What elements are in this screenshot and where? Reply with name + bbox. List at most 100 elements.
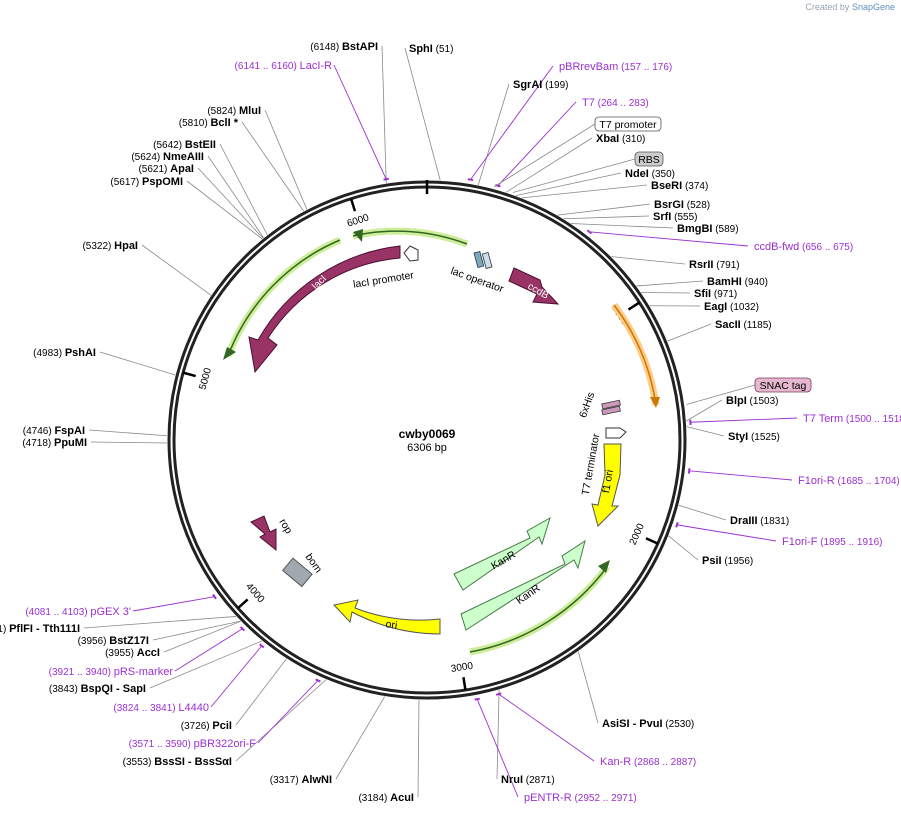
site-leader-line — [515, 172, 622, 197]
site-position: (2871) — [523, 775, 555, 786]
primer-leader-line — [690, 417, 798, 423]
t7-terminator-label: T7 terminator — [580, 432, 603, 496]
site-position: (3981) — [0, 624, 9, 635]
site-leader-line — [335, 696, 386, 780]
restriction-site-label: (5810) BclI * — [179, 117, 239, 129]
t7-terminator-arrow — [605, 427, 627, 439]
site-position: (5322) — [82, 241, 114, 252]
tick-mark — [237, 598, 249, 610]
primer-leader-line — [470, 65, 554, 180]
restriction-site-label: (5642) BstEII — [153, 139, 216, 151]
lacI-track — [227, 239, 341, 357]
site-leader-line — [90, 441, 168, 444]
tick-mark — [349, 198, 357, 212]
restriction-site-label: BseRI (374) — [651, 180, 708, 192]
site-name: AccI — [137, 647, 160, 659]
primer-label: F1ori-F (1895 .. 1916) — [782, 536, 883, 548]
site-leader-line — [686, 399, 723, 422]
primer-label: pENTR-R (2952 .. 2971) — [524, 792, 637, 804]
primer-name: L4440 — [178, 702, 209, 714]
site-name: MluI — [239, 105, 261, 117]
site-leader-line — [404, 47, 441, 181]
lacI-arrow — [248, 245, 401, 374]
site-name: DraIII — [730, 515, 758, 527]
primer-binding-mark — [383, 177, 389, 181]
site-name-2: - PvuI — [630, 718, 663, 730]
site-leader-line — [219, 143, 268, 236]
site-name: EagI — [704, 301, 727, 313]
site-leader-line — [686, 426, 725, 437]
primer-name: Kan-R — [600, 756, 631, 768]
restriction-site-label: EagI (1032) — [704, 301, 759, 313]
site-position: (5642) — [153, 140, 185, 151]
primer-label: (3571 .. 3590) pBR322ori-F — [129, 738, 257, 750]
site-position: (374) — [682, 181, 708, 192]
restriction-site-label: (3981) PflFI - Tth111I — [0, 623, 80, 635]
site-name: BsrGI — [654, 199, 684, 211]
tick-mark — [182, 371, 196, 378]
site-name: FspAI — [54, 425, 85, 437]
6xhis-label: 6xHis — [577, 391, 597, 420]
site-position: (5617) — [110, 177, 142, 188]
site-position: (1503) — [747, 396, 779, 407]
primer-leader-line — [497, 101, 577, 187]
site-leader-line — [667, 323, 712, 342]
site-position: (1831) — [758, 516, 790, 527]
restriction-site-label: (3956) BstZ17I — [78, 635, 149, 647]
site-name: BlpI — [726, 395, 747, 407]
site-leader-line — [235, 679, 327, 762]
restriction-site-label: PsiI (1956) — [702, 555, 753, 567]
feature-leader-line — [493, 123, 596, 188]
restriction-site-label: (5322) HpaI — [82, 240, 138, 252]
feature-leader-line — [512, 158, 636, 193]
primer-leader-line — [689, 470, 793, 481]
tick-mark — [645, 537, 659, 545]
site-position: (940) — [742, 277, 768, 288]
bom-box — [281, 557, 313, 588]
primer-range: (264 .. 283) — [595, 98, 649, 109]
site-name: SgrAI — [513, 79, 542, 91]
site-name: BssSI — [154, 756, 185, 768]
primer-range: (4081 .. 4103) — [25, 607, 90, 618]
primer-name: pRS-marker — [114, 666, 174, 678]
restriction-site-label: (3843) BspQI - SapI — [49, 683, 146, 695]
restriction-site-label: SgrAI (199) — [513, 79, 568, 91]
primer-range: (1685 .. 1704) — [835, 476, 900, 487]
site-position: (51) — [433, 44, 454, 55]
restriction-site-label: (5617) PspOMI — [110, 176, 183, 188]
site-name: BseRI — [651, 180, 682, 192]
plasmid-length: 6306 bp — [407, 442, 447, 454]
kanr-track-head — [598, 560, 610, 573]
site-position: (5624) — [131, 152, 163, 163]
primer-name: F1ori-F — [782, 536, 818, 548]
primer-leader-line — [257, 680, 319, 744]
6xhis-tag — [601, 399, 621, 416]
restriction-site-label: BlpI (1503) — [726, 395, 778, 407]
site-name: AsiSI — [602, 718, 630, 730]
site-position: (971) — [711, 289, 737, 300]
primer-leader-line — [589, 231, 749, 247]
site-name: NruI — [501, 774, 523, 786]
site-leader-line — [264, 109, 308, 210]
restriction-site-label: BamHI (940) — [707, 276, 768, 288]
site-name: RsrII — [689, 259, 713, 271]
restriction-site-label: (3184) AcuI — [358, 792, 414, 804]
site-leader-line — [477, 83, 510, 186]
kanr-track — [469, 566, 608, 653]
site-position: (3956) — [78, 636, 110, 647]
tick-label: 3000 — [450, 661, 474, 675]
primer-binding-mark — [259, 643, 265, 649]
site-name: NmeAIII — [163, 151, 204, 163]
site-leader-line — [505, 137, 593, 193]
site-name: AcuI — [390, 792, 414, 804]
tick-mark — [627, 301, 641, 311]
primer-leader-line — [210, 645, 263, 708]
ori-label: ori — [385, 618, 398, 632]
restriction-site-label: SacII (1185) — [715, 319, 772, 331]
restriction-site-label: XbaI (310) — [596, 133, 645, 145]
site-position: (5810) — [179, 118, 211, 129]
site-name: SacII — [715, 319, 741, 331]
restriction-site-label: (3317) AlwNI — [270, 774, 332, 786]
feature-box — [634, 151, 664, 167]
primer-name: pBRrevBam — [559, 61, 618, 73]
